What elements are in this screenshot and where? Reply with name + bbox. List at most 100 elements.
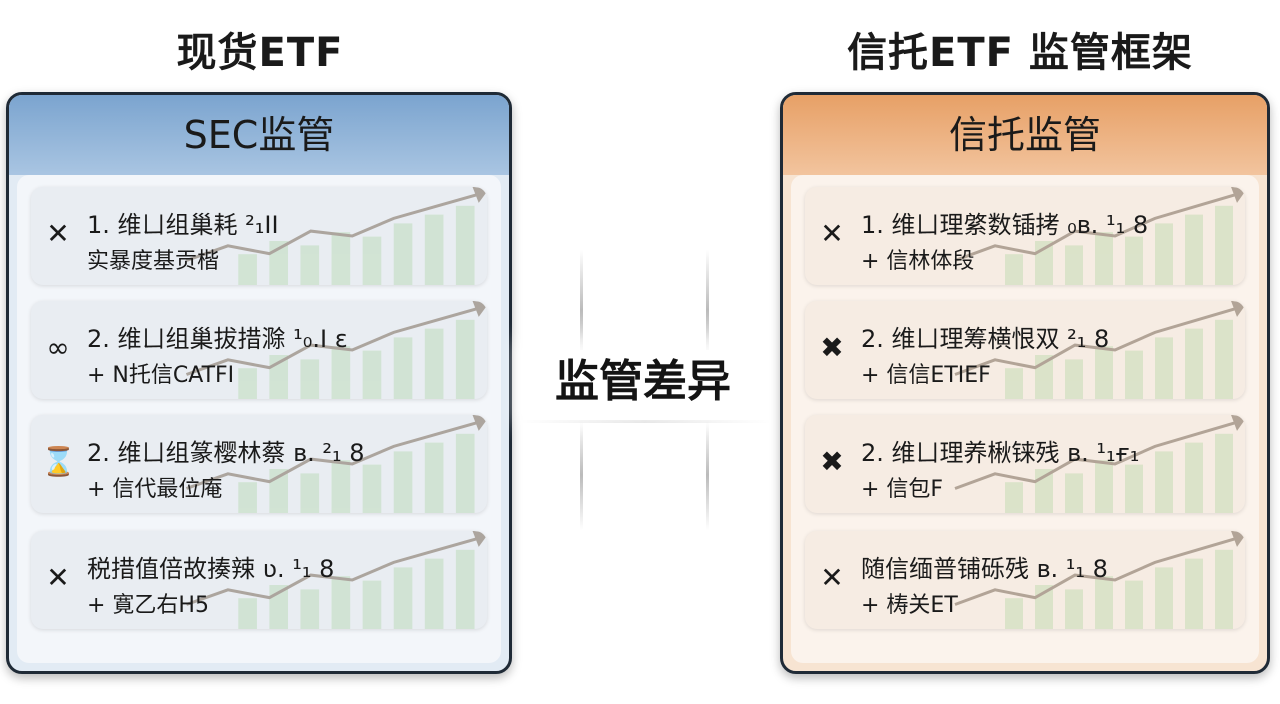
trend-arrowhead — [1231, 187, 1245, 203]
trend-arrowhead — [1231, 301, 1245, 317]
trend-line — [185, 421, 478, 490]
trend-line — [954, 307, 1236, 376]
trend-chart-icon — [185, 531, 487, 629]
trend-bar — [238, 368, 257, 399]
trend-arrowhead — [472, 187, 487, 203]
list-item: ✖ 2. 维ㄩ理养楸铼残 ʙ. ¹₁ғ₁ + 信包F — [805, 415, 1245, 513]
trend-bar — [455, 205, 475, 285]
x-icon: ✕ — [46, 561, 70, 594]
trend-bar — [1125, 464, 1143, 513]
trust-regulation-panel: 信托监管 ✕ 1. 维ㄩ理綮数锸拷 ₀ʙ. ¹₁ 8 + 信林体段 ✖ 2. 维… — [780, 92, 1270, 674]
trend-bar — [1095, 232, 1113, 285]
trend-line — [185, 537, 478, 606]
list-item: ✕ 随信缅普铺砾残 ʙ. ¹₁ 8 + 梼关ET — [805, 531, 1245, 629]
sec-regulation-panel: SEC监管 ✕ 1. 维ㄩ组巢耗 ²₁ⅠⅠ 实暴度基贡楷 ∞ 2. 维ㄩ组巢拔措… — [6, 92, 512, 674]
trend-bar — [393, 223, 413, 285]
trend-chart-icon — [185, 187, 487, 285]
link-icon: ∞ — [46, 331, 70, 364]
divider-line — [580, 250, 583, 370]
trend-bar — [1185, 442, 1203, 513]
trend-arrowhead — [472, 301, 487, 317]
trend-arrowhead — [472, 415, 487, 431]
trend-bar — [1125, 350, 1143, 399]
trend-arrowhead — [472, 531, 487, 547]
trend-bar — [1155, 567, 1173, 629]
trend-bar — [1065, 245, 1083, 285]
divider-line — [520, 420, 770, 423]
trend-line — [954, 421, 1236, 490]
trend-line — [954, 537, 1236, 606]
trend-bar — [393, 451, 413, 513]
divider-line — [706, 420, 709, 530]
divider-line — [580, 420, 583, 530]
trend-bar — [238, 254, 257, 285]
item-detail: + 寛乙右H5 — [87, 593, 209, 618]
trend-bar — [424, 328, 444, 399]
list-item: ∞ 2. 维ㄩ组巢拔措滁 ¹₀.Ⅰ ɛ + N托信CATFI — [31, 301, 487, 399]
item-title: 税措值倍故揍辣 ʋ. ¹₁ 8 — [87, 555, 335, 583]
hourglass-icon: ⌛ — [41, 445, 76, 478]
trend-bar — [1215, 205, 1233, 285]
trend-bar — [1215, 319, 1233, 399]
trend-bar — [1065, 589, 1083, 629]
x-icon: ✕ — [820, 561, 844, 594]
trend-bar — [1005, 254, 1023, 285]
item-title: 2. 维ㄩ理筹横恨双 ²₁ 8 — [861, 325, 1110, 353]
trend-chart-icon — [185, 301, 487, 399]
trend-bar — [424, 558, 444, 629]
trend-bar — [1185, 214, 1203, 285]
trend-bar — [1095, 460, 1113, 513]
trend-bar — [1155, 337, 1173, 399]
title-spot-etf: 现货ETF — [176, 30, 344, 76]
x-icon: ✕ — [820, 217, 844, 250]
tools-icon: ✖ — [820, 331, 844, 364]
tools-icon: ✖ — [820, 445, 844, 478]
item-title: 2. 维ㄩ组篆樱林蔡 ʙ. ²₁ 8 — [87, 439, 365, 467]
trend-bar — [455, 433, 475, 513]
trend-bar — [424, 214, 444, 285]
trend-bar — [1125, 580, 1143, 629]
list-item: ⌛ 2. 维ㄩ组篆樱林蔡 ʙ. ²₁ 8 + 信代最位庵 — [31, 415, 487, 513]
item-detail: + N托信CATFI — [87, 363, 235, 388]
trend-bar — [1005, 368, 1023, 399]
list-item: ✕ 1. 维ㄩ组巢耗 ²₁ⅠⅠ 实暴度基贡楷 — [31, 187, 487, 285]
trend-bar — [362, 580, 382, 629]
trend-bar — [331, 346, 351, 399]
trend-bar — [300, 473, 320, 513]
trend-bar — [1095, 346, 1113, 399]
trend-arrowhead — [1231, 415, 1245, 431]
trend-arrowhead — [1231, 531, 1245, 547]
trend-bar — [238, 482, 257, 513]
trend-chart-icon — [954, 187, 1245, 285]
list-item: ✕ 1. 维ㄩ理綮数锸拷 ₀ʙ. ¹₁ 8 + 信林体段 — [805, 187, 1245, 285]
trend-bar — [1005, 598, 1023, 629]
item-title: 1. 维ㄩ组巢耗 ²₁ⅠⅠ — [87, 211, 279, 239]
trend-bar — [1005, 482, 1023, 513]
trend-bar — [1065, 359, 1083, 399]
trend-bar — [1185, 328, 1203, 399]
sec-regulation-header: SEC监管 — [9, 95, 509, 175]
trend-bar — [331, 232, 351, 285]
trend-bar — [238, 598, 257, 629]
trend-bar — [1215, 549, 1233, 629]
trend-bar — [1125, 236, 1143, 285]
trend-bar — [300, 245, 320, 285]
trend-line — [185, 307, 478, 376]
item-title: 随信缅普铺砾残 ʙ. ¹₁ 8 — [861, 555, 1108, 583]
trend-bar — [1185, 558, 1203, 629]
trend-bar — [393, 567, 413, 629]
item-title: 2. 维ㄩ组巢拔措滁 ¹₀.Ⅰ ɛ — [87, 325, 348, 353]
item-detail: + 信林体段 — [861, 249, 975, 274]
trend-bar — [424, 442, 444, 513]
trend-line — [185, 193, 478, 262]
trend-bar — [1095, 576, 1113, 629]
item-title: 1. 维ㄩ理綮数锸拷 ₀ʙ. ¹₁ 8 — [861, 211, 1149, 239]
trend-bar — [1155, 451, 1173, 513]
item-detail: 实暴度基贡楷 — [87, 249, 220, 274]
regulatory-difference-label: 监管差异 — [528, 350, 758, 414]
trend-bar — [331, 460, 351, 513]
trend-bar — [331, 576, 351, 629]
item-title: 2. 维ㄩ理养楸铼残 ʙ. ¹₁ғ₁ — [861, 439, 1140, 467]
trend-bar — [455, 549, 475, 629]
trend-bar — [362, 236, 382, 285]
